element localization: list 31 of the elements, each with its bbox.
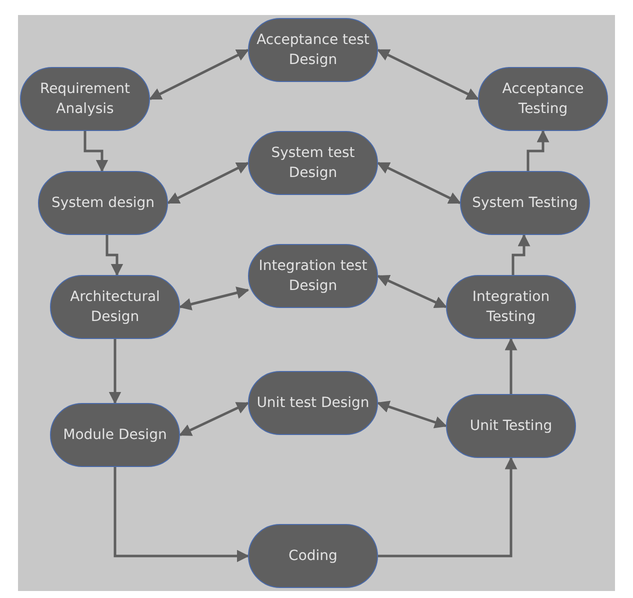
node-label: Unit test Design: [256, 394, 370, 413]
arrow: [148, 48, 250, 100]
arrow: [512, 234, 530, 275]
process-node: [20, 67, 150, 131]
arrow: [378, 456, 518, 558]
arrow: [178, 402, 250, 436]
node-label: System Testing: [472, 194, 578, 213]
node-label: Integration test Design: [258, 257, 368, 296]
arrow: [106, 235, 124, 276]
node-label: Unit Testing: [470, 417, 552, 436]
arrow: [108, 339, 122, 404]
node-label: Acceptance test Design: [256, 31, 370, 70]
node-label: Architectural Design: [69, 288, 161, 327]
arrow: [84, 131, 108, 172]
arrow: [166, 162, 250, 204]
arrow: [376, 400, 448, 428]
arrow: [178, 286, 250, 310]
node-label: System test Design: [270, 144, 356, 183]
arrow: [526, 130, 550, 171]
arrow: [376, 48, 480, 100]
node-label: Requirement Analysis: [38, 80, 132, 119]
arrow: [376, 162, 462, 204]
arrow: [114, 467, 250, 562]
node-label: Coding: [288, 547, 338, 566]
process-node: [248, 244, 378, 308]
arrow: [376, 274, 448, 308]
node-label: Integration Testing: [471, 288, 551, 327]
node-label: Acceptance Testing: [501, 80, 585, 119]
node-label: System design: [51, 194, 155, 213]
node-label: Module Design: [63, 426, 167, 445]
arrow: [504, 338, 518, 394]
